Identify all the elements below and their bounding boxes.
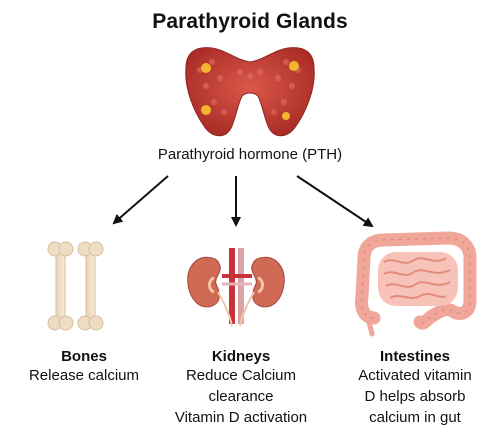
organ-intestines: Intestines Activated vitamin D helps abs… <box>340 348 490 428</box>
parathyroid-gland-spot <box>201 105 211 115</box>
organ-description-line: Activated vitamin <box>358 367 472 384</box>
organ-kidneys: Kidneys Reduce Calcium clearance Vitamin… <box>166 348 316 428</box>
organ-description: Reduce Calcium clearance Vitamin D activ… <box>166 365 316 428</box>
organ-name: Kidneys <box>211 348 271 365</box>
organ-description-line: Vitamin D activation <box>174 409 308 426</box>
parathyroid-gland-spot <box>289 61 299 71</box>
arrow-to-bones <box>112 175 169 225</box>
organ-description-line: Release calcium <box>28 367 140 384</box>
organ-description: Release calcium <box>14 365 154 386</box>
kidneys-icon <box>187 248 285 327</box>
organ-description: Activated vitamin D helps absorb calcium… <box>340 365 490 428</box>
organ-bones: Bones Release calcium <box>14 348 154 386</box>
organ-name: Intestines <box>379 348 451 365</box>
organ-description-line: clearance <box>208 388 274 405</box>
organ-description-line: D helps absorb <box>364 388 466 405</box>
organ-description-line: Reduce Calcium <box>185 367 297 384</box>
hormone-label: Parathyroid hormone (PTH) <box>157 146 343 163</box>
intestines-icon <box>355 231 477 337</box>
bones-icon <box>47 241 104 331</box>
parathyroid-gland-spot <box>282 112 290 120</box>
diagram-title: Parathyroid Glands <box>152 10 348 33</box>
organ-description-line: calcium in gut <box>369 409 461 426</box>
arrow-to-intestines <box>296 175 374 228</box>
organ-name: Bones <box>61 348 107 365</box>
thyroid-gland-illustration <box>185 47 315 137</box>
parathyroid-gland-spot <box>201 63 211 73</box>
